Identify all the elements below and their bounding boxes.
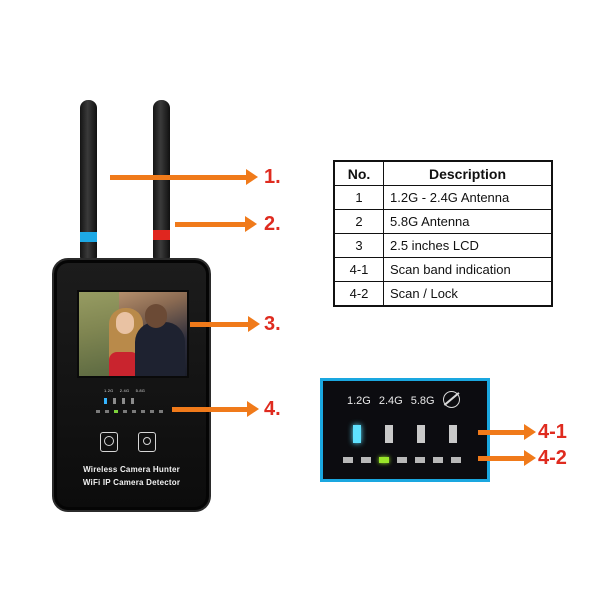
table-cell-no: 3 (333, 233, 384, 258)
table-header-description: Description (383, 160, 553, 186)
antenna-1-ring (80, 232, 97, 242)
callout-arrow-4 (172, 401, 259, 417)
table-cell-desc: 1.2G - 2.4G Antenna (383, 185, 553, 210)
antenna-1 (80, 100, 97, 260)
table-cell-desc: 5.8G Antenna (383, 209, 553, 234)
table-cell-desc: Scan band indication (383, 257, 553, 282)
device-band-labels: 1.2G 2.4G 5.8G (104, 388, 150, 393)
indicator-zoom-panel: 1.2G 2.4G 5.8G (320, 378, 490, 482)
wifi-icon (100, 432, 118, 452)
zoom-band-label: 2.4G (378, 395, 403, 407)
callout-arrow-1 (110, 169, 258, 185)
band-indicator-bar (385, 425, 393, 443)
table-row: 2 5.8G Antenna (333, 209, 553, 234)
device-label-line2: WiFi IP Camera Detector (82, 478, 181, 487)
callout-arrow-4-1 (478, 424, 536, 440)
table-cell-no: 4-2 (333, 281, 384, 307)
device-band-label: 2.4G (119, 388, 130, 393)
band-indicator-bar (449, 425, 457, 443)
callout-arrow-2 (175, 216, 257, 232)
lock-indicator-leds (343, 457, 461, 463)
callout-label-4-1: 4-1 (538, 421, 567, 443)
table-row: 1 1.2G - 2.4G Antenna (333, 185, 553, 210)
band-indicator-bar (353, 425, 361, 443)
callout-arrow-3 (190, 316, 260, 332)
zoom-band-labels: 1.2G 2.4G 5.8G (347, 395, 435, 407)
table-cell-desc: Scan / Lock (383, 281, 553, 307)
callout-label-2: 2. (264, 213, 281, 235)
table-header-row: No. Description (333, 160, 553, 186)
callout-label-3: 3. (264, 313, 281, 335)
callout-label-4-2: 4-2 (538, 447, 567, 469)
table-cell-no: 1 (333, 185, 384, 210)
table-cell-no: 2 (333, 209, 384, 234)
table-row: 4-1 Scan band indication (333, 257, 553, 282)
zoom-band-label: 1.2G (347, 395, 371, 407)
band-indicator-bar (417, 425, 425, 443)
table-header-no: No. (333, 160, 384, 186)
device-label-line1: Wireless Camera Hunter (83, 465, 180, 474)
table-row: 3 2.5 inches LCD (333, 233, 553, 258)
table-cell-desc: 2.5 inches LCD (383, 233, 553, 258)
callout-label-1: 1. (264, 166, 281, 188)
device-band-label: 5.8G (135, 388, 146, 393)
antenna-2 (153, 100, 170, 260)
table-cell-no: 4-1 (333, 257, 384, 282)
callout-label-4: 4. (264, 398, 281, 420)
lcd-screen (77, 290, 189, 378)
device-band-label: 1.2G (104, 388, 114, 393)
mute-icon (443, 391, 460, 408)
callout-arrow-4-2 (478, 450, 536, 466)
device-band-leds (104, 398, 134, 404)
detector-device: 1.2G 2.4G 5.8G Wireless Camera Hunter Wi… (52, 258, 211, 512)
zoom-band-label: 5.8G (410, 395, 435, 407)
table-row: 4-2 Scan / Lock (333, 281, 553, 307)
description-table: No. Description 1 1.2G - 2.4G Antenna 2 … (333, 160, 553, 307)
camera-icon (138, 432, 156, 452)
device-lock-leds (96, 410, 163, 413)
antenna-2-ring (153, 230, 170, 240)
